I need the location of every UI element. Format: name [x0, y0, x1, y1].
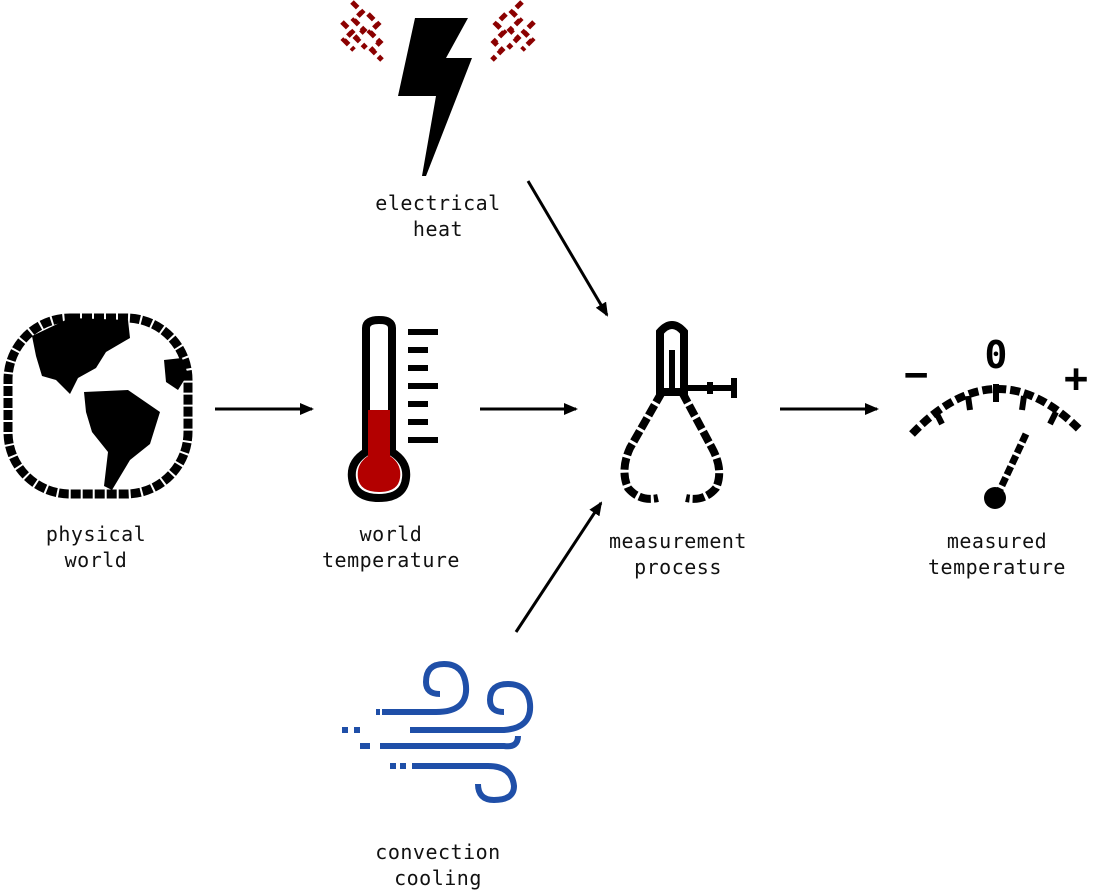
edge-electrical-heat-to-measurement-process	[526, 180, 609, 317]
label-physical-world-line2: world	[64, 548, 128, 572]
thermometer-mercury	[357, 410, 401, 492]
lightning-bolt-icon	[340, 0, 536, 176]
label-convection-cooling-line1: convection	[375, 840, 501, 864]
label-measured-temperature-line1: measured	[946, 529, 1048, 553]
edges	[215, 180, 879, 633]
label-measurement-process-line2: process	[634, 555, 722, 579]
gauge-needle	[994, 432, 1030, 496]
globe-icon	[3, 313, 193, 499]
label-measured-temperature-line2: temperature	[928, 555, 1066, 579]
label-measurement-process: measurement process	[568, 528, 788, 580]
gauge-plus-label: +	[1064, 356, 1088, 402]
caliper-left-leg	[620, 390, 666, 503]
thermometer-ticks	[408, 329, 438, 443]
label-convection-cooling-line2: cooling	[394, 866, 482, 890]
caliper-icon	[620, 321, 737, 503]
globe-island	[164, 358, 188, 390]
gauge-ticks	[933, 384, 1059, 426]
label-world-temperature-line1: world	[359, 522, 423, 546]
label-electrical-heat-line2: heat	[412, 217, 464, 241]
label-physical-world-line1: physical	[45, 522, 147, 546]
caliper-right-leg	[678, 390, 724, 503]
wind-line-middle	[380, 735, 521, 750]
globe-continent-south	[84, 390, 160, 490]
wind-dots	[342, 709, 406, 769]
globe-continent-north	[32, 318, 130, 394]
label-electrical-heat: electrical heat	[328, 190, 548, 242]
thermometer-outline	[347, 315, 411, 503]
label-measurement-process-line1: measurement	[609, 529, 747, 553]
wind-swirl-bottom	[412, 763, 518, 804]
edge-convection-cooling-to-measurement-process	[514, 501, 603, 633]
label-world-temperature-line2: temperature	[322, 548, 460, 572]
label-measured-temperature: measured temperature	[887, 528, 1093, 580]
wind-swirl-top-right	[410, 680, 534, 733]
wind-swirl-top-left	[382, 660, 470, 715]
gauge-dial-icon: − 0 +	[904, 333, 1088, 509]
heat-wave-left	[340, 0, 384, 62]
label-electrical-heat-line1: electrical	[375, 191, 501, 215]
gauge-zero-label: 0	[985, 333, 1008, 377]
wind-icon	[342, 660, 534, 804]
thermometer-icon	[347, 315, 438, 503]
bolt-shape	[398, 18, 472, 176]
label-convection-cooling: convection cooling	[328, 839, 548, 891]
label-physical-world: physical world	[0, 521, 206, 573]
gauge-minus-label: −	[904, 352, 928, 398]
gauge-needle-hub	[984, 487, 1006, 509]
label-world-temperature: world temperature	[281, 521, 501, 573]
heat-wave-right	[490, 0, 536, 62]
